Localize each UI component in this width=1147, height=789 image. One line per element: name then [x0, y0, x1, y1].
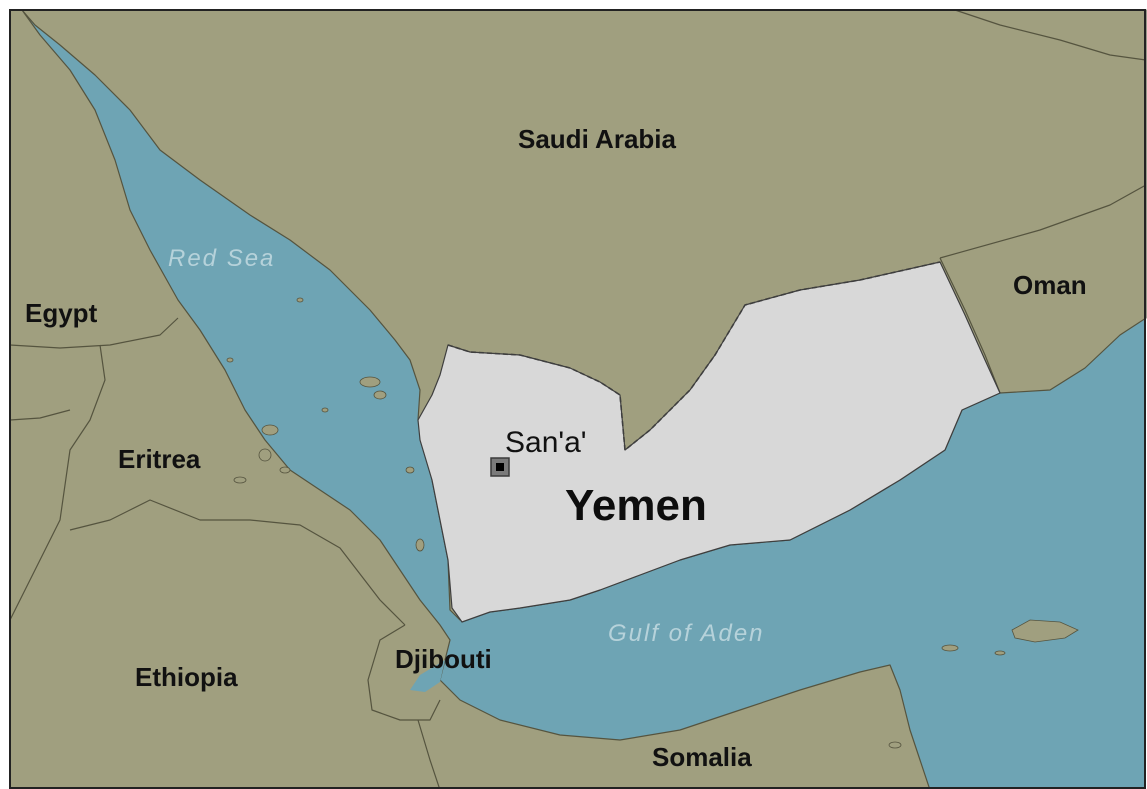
label-red-sea: Red Sea	[168, 245, 275, 272]
egypt-border	[9, 317, 179, 349]
yemen-saudi-border	[447, 261, 941, 452]
eritrea-ethiopia-border	[9, 344, 406, 626]
capital-square-icon	[490, 457, 510, 477]
red-sea-islands	[226, 297, 425, 552]
socotra-island	[1011, 619, 1079, 643]
djibouti-border	[367, 624, 441, 721]
label-oman: Oman	[1013, 270, 1087, 300]
map-frame	[9, 9, 1146, 789]
label-capital: San'a'	[505, 426, 587, 459]
saudi-border-north	[954, 9, 1147, 61]
yemen-shape	[417, 261, 1001, 623]
label-somalia: Somalia	[652, 742, 752, 772]
small-island	[888, 741, 902, 749]
label-saudi-arabia: Saudi Arabia	[518, 124, 677, 154]
small-island	[994, 650, 1006, 656]
label-ethiopia: Ethiopia	[135, 662, 238, 692]
somalia-border	[417, 719, 441, 789]
label-yemen: Yemen	[565, 481, 707, 530]
oman-yemen-border	[939, 257, 1001, 394]
saudi-oman-border	[939, 184, 1147, 259]
label-djibouti: Djibouti	[395, 644, 492, 674]
african-land	[9, 9, 931, 789]
label-eritrea: Eritrea	[118, 444, 201, 474]
small-island	[941, 644, 959, 652]
sudan-border	[9, 409, 71, 421]
label-gulf-of-aden: Gulf of Aden	[608, 620, 765, 647]
label-egypt: Egypt	[25, 298, 98, 328]
tadjoura-inlet	[410, 660, 445, 692]
